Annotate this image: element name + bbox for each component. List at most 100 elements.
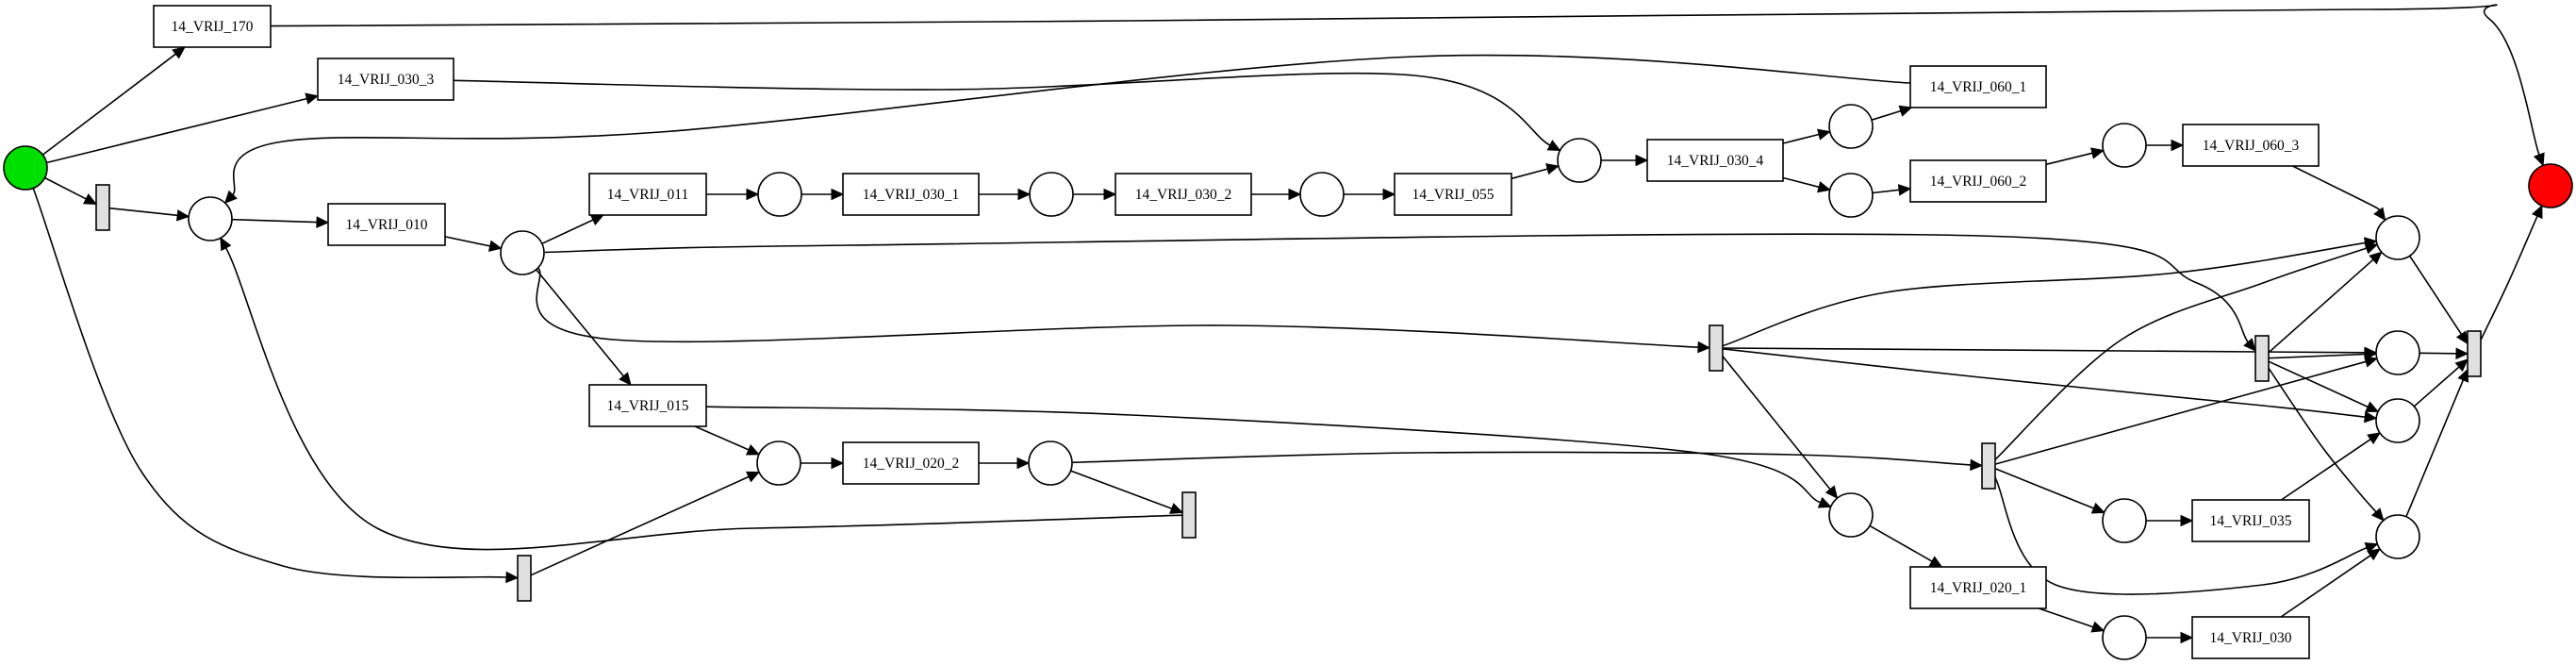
arc-t060_3-to-p_end_1 [2292, 165, 2386, 222]
arc-p_030_4_in-to-t030_4 [1601, 154, 1649, 167]
arc-s_and3-to-p_end_2 [2268, 348, 2378, 360]
arc-line [1872, 189, 1900, 194]
arc-s_and1-to-p_end_2 [1722, 346, 2378, 359]
arrowhead [2243, 338, 2256, 352]
arrowhead [2364, 542, 2379, 554]
arc-p_020_1_out-to-t030 [2146, 631, 2194, 644]
arrowhead [619, 372, 632, 386]
place-circle [757, 172, 802, 217]
transition-rect [1909, 159, 2047, 203]
transition-label: 14_VRIJ_030_4 [1667, 153, 1764, 169]
arrowhead [2180, 514, 2194, 527]
place-circle [2102, 123, 2147, 168]
arc-source-to-t170 [41, 46, 186, 156]
arrowhead [223, 190, 238, 205]
transition-rect [1909, 566, 2047, 609]
arrowhead [2457, 368, 2469, 383]
arrowhead [172, 46, 186, 59]
arc-line [444, 236, 490, 247]
arc-t015-to-p_020_2_in [694, 425, 760, 456]
arc-s_and3-to-p_end_1 [2268, 251, 2383, 354]
arc-t030_4-to-p_030_4_dn [1782, 176, 1831, 193]
arc-line [2268, 258, 2374, 354]
arc-p_end_3-to-s_end [2413, 358, 2469, 407]
silent-transition-rect [1981, 442, 1996, 490]
arc-line [224, 247, 1183, 551]
transition-label: 14_VRIJ_170 [172, 19, 254, 35]
transition-label: 14_VRIJ_060_2 [1930, 174, 2026, 190]
transition-box: 14_VRIJ_170 [153, 5, 272, 48]
transition-box: 14_VRIJ_030_4 [1646, 139, 1784, 182]
arc-line [1070, 470, 1173, 509]
arc-t060_1-to-p_010_in [223, 54, 1911, 205]
transition-label: 14_VRIJ_020_2 [863, 456, 959, 472]
sink-place [2528, 163, 2573, 208]
arc-line [2280, 439, 2371, 501]
arc-line [1722, 348, 2366, 418]
arrowhead [505, 571, 520, 584]
silent-transition [1181, 491, 1197, 539]
transition-rect [1646, 139, 1784, 182]
arrowhead [2090, 621, 2105, 633]
arrowhead [1635, 154, 1649, 167]
arc-line [108, 207, 178, 217]
arrowhead [2364, 242, 2379, 255]
arc-line [270, 4, 2540, 156]
place-circle [1828, 492, 1874, 538]
arc-line [1782, 133, 1820, 144]
place-circle [2102, 498, 2147, 543]
arc-p_030_4_dn-to-t060_2 [1872, 184, 1912, 196]
arrowhead [1817, 496, 1832, 508]
arrowhead [1825, 485, 1839, 500]
arc-s_and1-to-p_end_3 [1722, 348, 2378, 424]
place-circle [2375, 514, 2420, 559]
arc-line [1722, 241, 2366, 347]
arc-p_010_in-to-t010 [231, 216, 330, 228]
place-circle [1557, 138, 1602, 183]
transition-label: 14_VRIJ_060_3 [2203, 138, 2300, 154]
transition-label: 14_VRIJ_030_2 [1135, 187, 1231, 203]
silent-transition [95, 184, 110, 231]
arc-t020_1-to-p_020_1_out [2039, 607, 2105, 633]
arc-s_and2-to-p_end_2 [1994, 356, 2378, 465]
transition-box: 14_VRIJ_060_3 [2182, 124, 2320, 167]
transition-box: 14_VRIJ_030 [2191, 616, 2310, 659]
arc-line [2045, 152, 2093, 166]
arrowhead [2364, 356, 2378, 368]
place-circle [1029, 172, 1074, 217]
arrowhead [1970, 458, 1984, 472]
transition-box: 14_VRIJ_060_2 [1909, 159, 2047, 203]
arrowhead [2180, 631, 2194, 644]
arc-s_and2-to-p_035_in [1994, 468, 2105, 514]
arcs-layer [32, 4, 2545, 644]
place-circle [1828, 173, 1874, 218]
arc-source-to-t030_3 [46, 92, 320, 164]
arrowhead [2373, 207, 2386, 222]
arc-line [705, 406, 1821, 504]
arc-p_010_out-to-s_and1 [536, 267, 1711, 354]
arrowhead [1898, 105, 1913, 117]
arrowhead [83, 193, 98, 205]
arrowhead [1817, 128, 1831, 141]
transition-label: 14_VRIJ_055 [1412, 187, 1494, 203]
transition-label: 14_VRIJ_015 [607, 398, 689, 414]
arrowhead [2090, 147, 2105, 159]
arrowhead [2367, 548, 2381, 561]
arc-line [536, 267, 1699, 348]
place-circle [1299, 172, 1345, 217]
arrowhead [176, 209, 190, 222]
arc-source-to-s_start [44, 176, 98, 205]
transition-label: 14_VRIJ_035 [2210, 513, 2292, 529]
arc-line [1871, 109, 1902, 121]
arc-p_020_2_out-to-s_and2 [1071, 451, 1984, 472]
place-circle [2375, 215, 2420, 260]
arrowhead [2455, 330, 2469, 345]
transition-label: 14_VRIJ_030_3 [338, 72, 435, 88]
arc-line [1869, 524, 1933, 562]
arrowhead [746, 188, 760, 201]
transition-rect [1394, 173, 1512, 216]
arrowhead [1897, 184, 1912, 196]
arc-line [2419, 352, 2457, 355]
arc-p_020_2_out-to-s_loop [1070, 470, 1184, 514]
transition-box: 14_VRIJ_030_2 [1115, 173, 1252, 216]
